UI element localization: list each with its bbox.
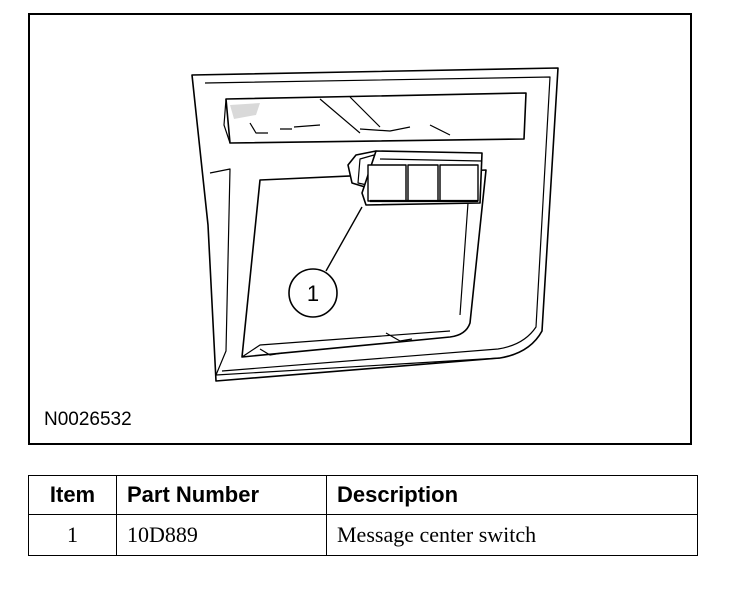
cell-description: Message center switch bbox=[326, 514, 698, 556]
cell-part-number: 10D889 bbox=[116, 514, 327, 556]
table-header-row: Item Part Number Description bbox=[28, 475, 698, 515]
parts-table: Item Part Number Description 1 10D889 Me… bbox=[28, 475, 698, 556]
header-description: Description bbox=[326, 475, 698, 515]
header-part-number: Part Number bbox=[116, 475, 327, 515]
callout-circle bbox=[288, 268, 338, 318]
table-row: 1 10D889 Message center switch bbox=[28, 514, 698, 556]
figure-id-label: N0026532 bbox=[44, 409, 132, 430]
instrument-panel-illustration: 1 bbox=[191, 67, 559, 382]
message-center-switch bbox=[347, 150, 483, 206]
callout-leader bbox=[325, 206, 363, 272]
cell-item: 1 bbox=[28, 514, 117, 556]
header-item: Item bbox=[28, 475, 117, 515]
slot-shading bbox=[230, 103, 260, 119]
figure-frame: 1 N0026532 bbox=[28, 13, 692, 445]
bezel-rim bbox=[204, 76, 551, 372]
upper-slot bbox=[225, 92, 527, 144]
callout-number: 1 bbox=[307, 281, 319, 306]
